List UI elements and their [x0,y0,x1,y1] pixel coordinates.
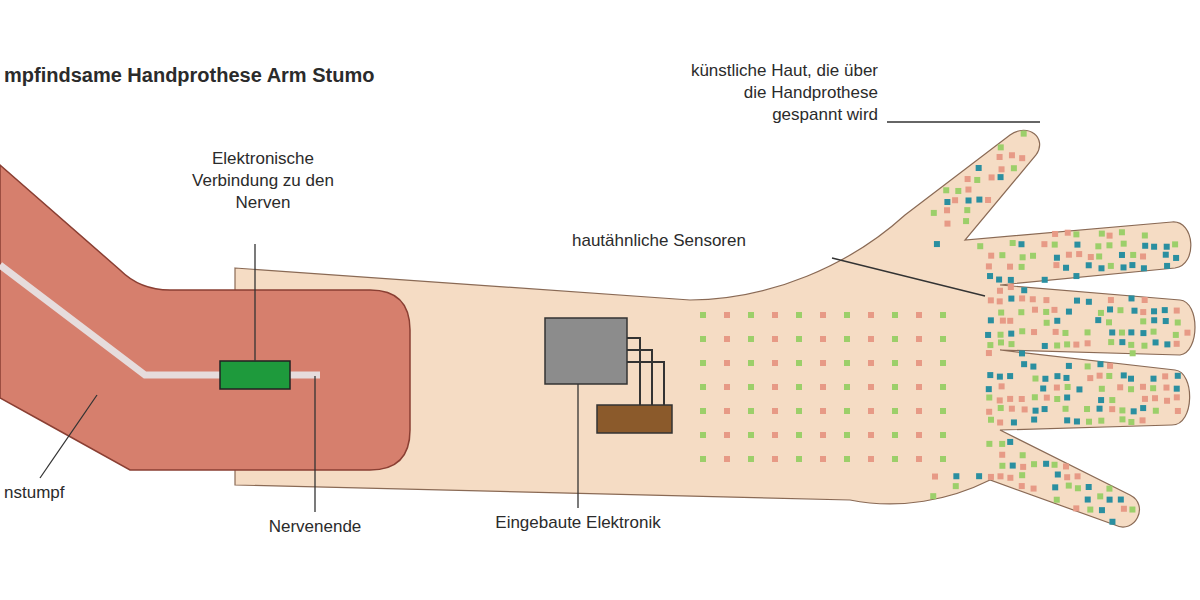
nerve-connector [220,361,290,389]
arm-stump [0,165,410,470]
electronics-box [545,318,627,384]
sensor-dots [700,131,1190,525]
callout-label: künstliche Haut, die über die Handprothe… [680,60,878,126]
electronics-wires [627,338,664,405]
diagram-title: mpfindsame Handprothese Arm Stumo [4,62,374,88]
callout-label: Eingebaute Elektronik [448,512,708,534]
nerve [0,265,320,375]
callout-label: Elektronische Verbindung zu den Nerven [168,148,358,214]
callout-label: nstumpf [4,482,124,504]
callout-label: Nervenende [215,516,415,538]
leader-lines [40,122,1040,512]
battery-box [597,405,672,433]
callout-label: hautähnliche Sensoren [572,230,842,252]
